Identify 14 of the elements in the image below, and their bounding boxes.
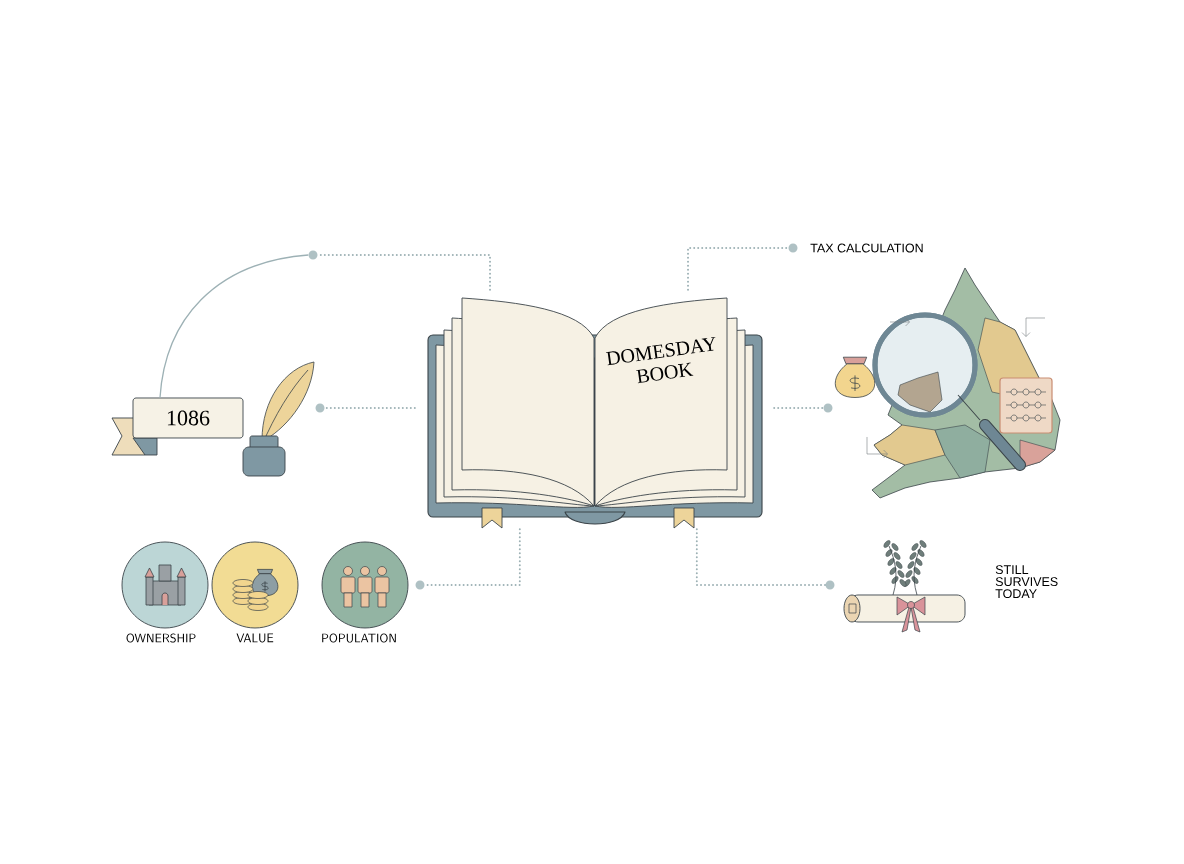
callout-text: TAX CALCULATION xyxy=(810,243,923,253)
connector xyxy=(773,407,825,409)
category-label: POPULATION xyxy=(322,633,396,643)
england-map-drawing xyxy=(834,267,1061,499)
connector xyxy=(323,407,416,409)
connector xyxy=(695,528,827,586)
open-book: DOMESDAY BOOK xyxy=(427,297,763,529)
quill-inkwell-drawing xyxy=(242,361,315,477)
connector xyxy=(159,254,309,399)
callout-text: STILL SURVIVES TODAY xyxy=(995,565,1058,599)
category-label: VALUE xyxy=(236,633,274,643)
connector xyxy=(687,247,790,291)
date-banner: 1086 xyxy=(111,397,244,456)
category-label: OWNERSHIP xyxy=(126,633,196,643)
